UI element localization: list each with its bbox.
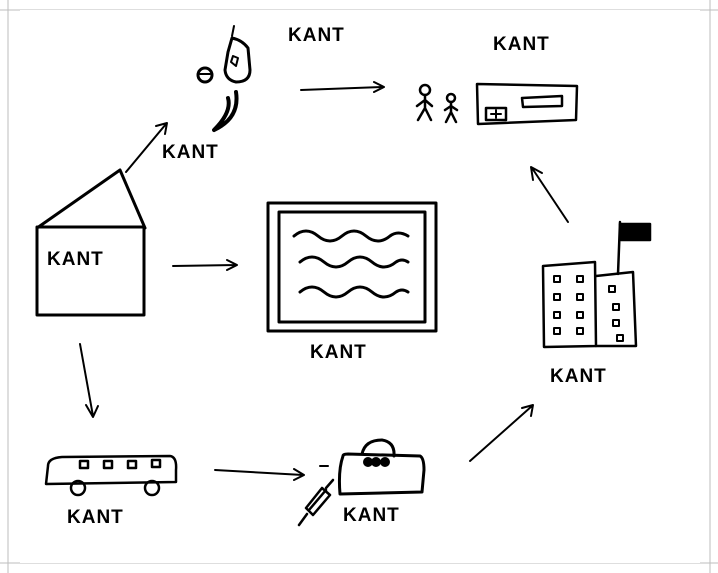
arrow-house-to-tv xyxy=(172,259,238,271)
label-bus: KANT xyxy=(67,507,124,528)
label-family: KANT xyxy=(493,34,550,55)
house-icon xyxy=(35,168,147,317)
label-bag: KANT xyxy=(343,505,400,526)
family-icon xyxy=(415,83,459,124)
food-icon xyxy=(196,25,252,132)
arrow-house-to-bus xyxy=(79,343,99,418)
arrows xyxy=(79,81,569,481)
arrow-bag-to-factory xyxy=(469,404,534,462)
tv-icon xyxy=(266,201,438,333)
label-family-device: KANT xyxy=(162,142,219,163)
bag-icon xyxy=(319,438,426,496)
label-food: KANT xyxy=(288,25,345,46)
arrow-house-to-food xyxy=(125,122,168,173)
arrow-factory-to-device xyxy=(530,166,569,223)
label-factory: KANT xyxy=(550,366,607,387)
device-icon xyxy=(475,82,579,126)
bus-icon xyxy=(44,454,178,497)
label-house: KANT xyxy=(47,249,104,270)
label-tv: KANT xyxy=(310,342,367,363)
building-icon xyxy=(541,220,652,349)
syringe-icon xyxy=(297,478,335,527)
arrow-food-to-family xyxy=(300,81,385,93)
arrow-bus-to-bag xyxy=(214,468,305,481)
